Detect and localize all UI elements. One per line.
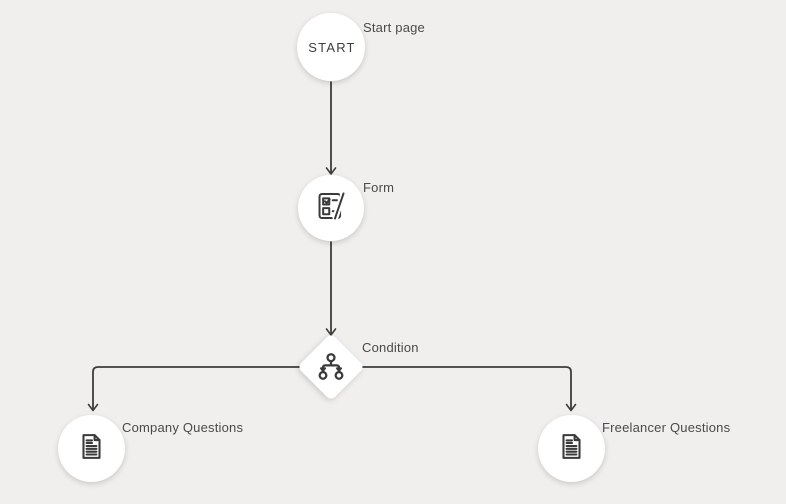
form-pencil-icon <box>315 189 347 227</box>
node-company-questions[interactable] <box>58 415 125 482</box>
branch-split-icon <box>307 343 355 391</box>
start-node-text: START <box>308 39 356 55</box>
node-form[interactable] <box>298 175 364 241</box>
edge-condition-freelancer <box>362 366 577 412</box>
node-label-start-page: Start page <box>363 20 425 35</box>
node-start-page[interactable]: START <box>297 13 365 81</box>
node-label-freelancer-questions: Freelancer Questions <box>602 420 731 435</box>
node-label-form: Form <box>363 180 395 195</box>
document-icon <box>76 431 107 467</box>
node-label-company-questions: Company Questions <box>122 420 244 435</box>
document-icon <box>556 431 587 467</box>
node-freelancer-questions[interactable] <box>538 415 605 482</box>
edge-condition-company <box>87 366 300 412</box>
node-label-condition: Condition <box>362 340 419 355</box>
